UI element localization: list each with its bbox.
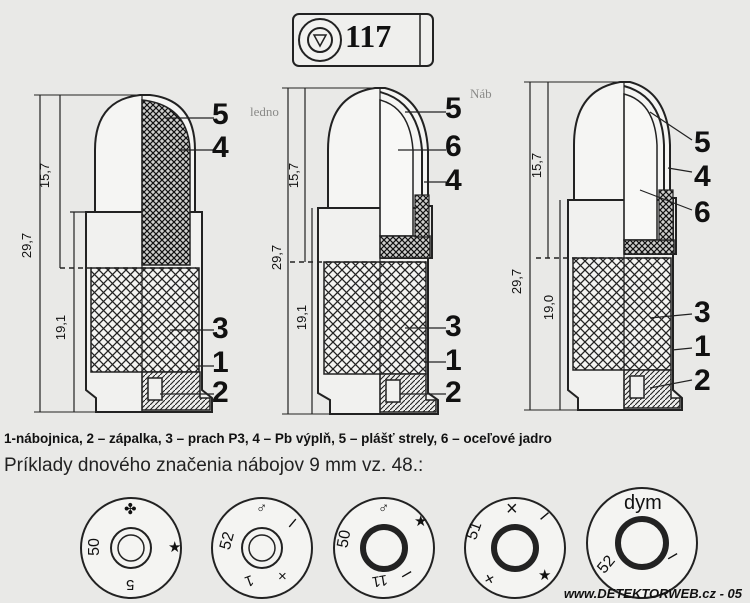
label-1: 1	[445, 344, 462, 377]
label-6: 6	[445, 130, 462, 163]
stamp-mark: 50	[85, 538, 103, 556]
dim-total-length: 29,7	[19, 232, 35, 259]
label-4: 4	[212, 131, 229, 164]
stamp-mark: 50	[334, 528, 355, 550]
stamp-mark: ★	[414, 513, 428, 530]
stamp-mark: 5	[126, 576, 135, 593]
dim-total-length: 29,7	[509, 268, 525, 295]
cartridge-2	[282, 87, 446, 415]
label-2: 2	[445, 376, 462, 409]
stamp-mark: dym	[624, 492, 662, 514]
label-3: 3	[694, 296, 711, 329]
headstamp-number: 117	[345, 18, 392, 54]
label-6: 6	[694, 196, 711, 229]
stamp-mark: ♂	[378, 500, 390, 517]
legend-caption: 1-nábojnica, 2 – zápalka, 3 – prach P3, …	[4, 431, 552, 446]
label-3: 3	[445, 310, 462, 343]
stamp-mark: ★	[538, 567, 552, 584]
headstamp-sketch	[292, 13, 434, 67]
dim-case-length: 19,0	[541, 294, 557, 321]
headstamp-caption: Príklady dnového značenia nábojov 9 mm v…	[4, 455, 424, 476]
dim-bullet-length: 15,7	[529, 152, 545, 179]
watermark: www.DETEKTORWEB.cz - 05	[563, 586, 742, 601]
stamp-mark: ♂	[256, 500, 268, 517]
dim-bullet-length: 15,7	[37, 162, 53, 189]
stamp-mark: ×	[278, 568, 287, 585]
label-5: 5	[694, 126, 711, 159]
dim-total-length: 29,7	[269, 244, 285, 271]
stamp-mark: ★	[168, 539, 182, 556]
dim-case-length: 19,1	[53, 314, 69, 341]
label-2: 2	[694, 364, 711, 397]
label-2: 2	[212, 376, 229, 409]
label-3: 3	[212, 312, 229, 345]
stamp-mark: ✤	[124, 501, 137, 518]
stamp-mark: ×	[506, 498, 518, 520]
stamp-mark: 11	[370, 570, 389, 591]
headstamps	[80, 487, 698, 599]
label-5: 5	[445, 92, 462, 125]
label-4: 4	[445, 164, 462, 197]
dim-bullet-length: 15,7	[286, 162, 302, 189]
cartridge-3	[524, 81, 693, 411]
dim-case-length: 19,1	[294, 304, 310, 331]
label-4: 4	[694, 160, 711, 193]
label-5: 5	[212, 98, 229, 131]
label-1: 1	[212, 346, 229, 379]
cartridge-1	[34, 94, 214, 413]
background-text: Náb	[470, 86, 492, 101]
background-text: ledno	[250, 104, 279, 119]
label-1: 1	[694, 330, 711, 363]
